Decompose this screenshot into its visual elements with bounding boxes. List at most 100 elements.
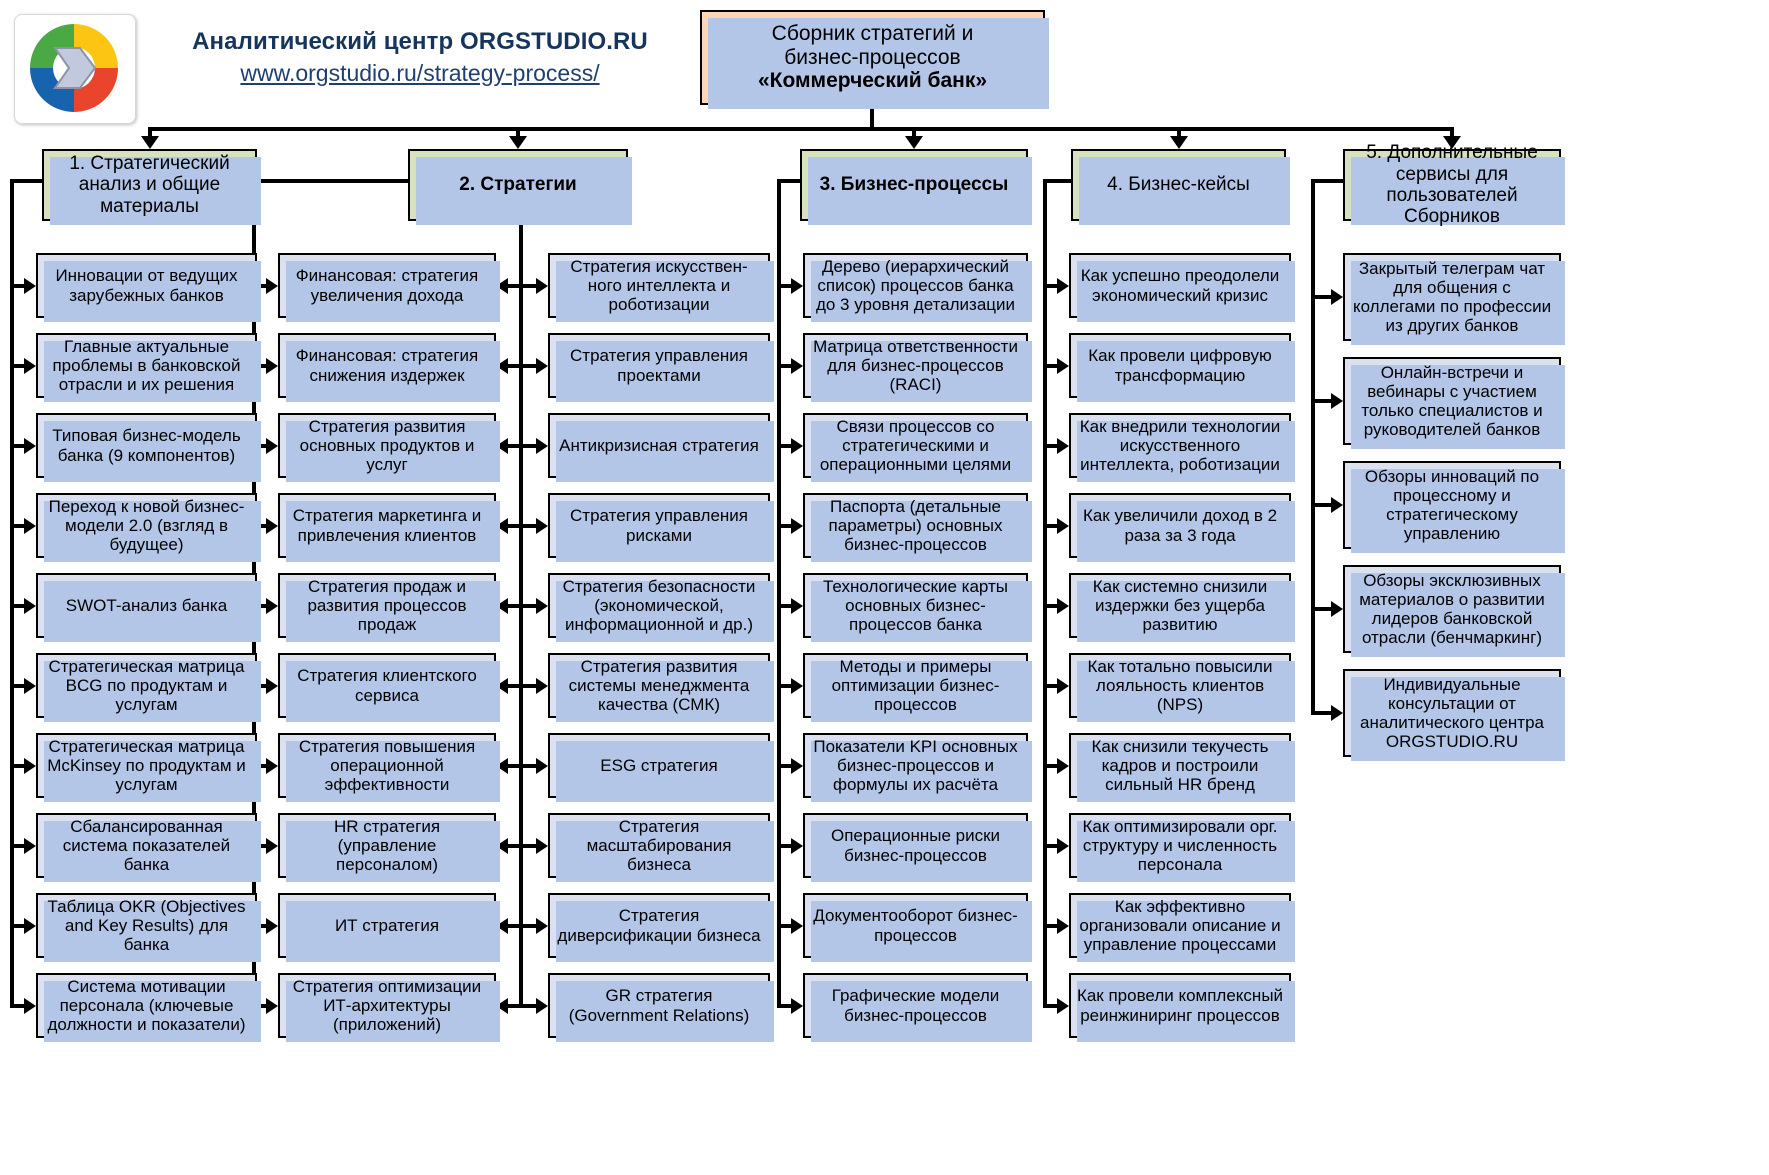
column-header-4: 4. Бизнес-кейсы <box>1071 149 1290 225</box>
item-3-1: Дерево (иерархический список) процессов … <box>803 253 1032 322</box>
column-header-4-label: 4. Бизнес-кейсы <box>1107 174 1250 196</box>
arrow-right-2r-1 <box>536 277 548 294</box>
header-arrow-3 <box>905 136 923 149</box>
arrow-3-3 <box>791 437 803 454</box>
item-2r-2-label: Стратегия управления проектами <box>570 346 748 385</box>
connector-1-3 <box>10 443 26 448</box>
connector-1-2 <box>10 363 26 368</box>
item-3-4-label: Паспорта (детальные параметры) основных … <box>828 496 1003 555</box>
item-3-10-label: Графические модели бизнес-процессов <box>831 986 1000 1025</box>
connector-4-3 <box>1043 443 1059 448</box>
spine-head-link-2 <box>252 179 408 183</box>
item-1-8-label: Сбалансированная система показателей бан… <box>62 816 231 875</box>
connector-3-5 <box>777 603 793 608</box>
item-1-5-label: SWOT-анализ банка <box>65 595 228 615</box>
item-4-4: Как увеличили доход в 2 раза за 3 года <box>1069 493 1295 562</box>
item-3-3: Связи процессов со стратегическими и опе… <box>803 413 1032 482</box>
item-2r-3-label: Антикризисная стратегия <box>559 435 759 455</box>
item-1-4: Переход к новой бизнес-модели 2.0 (взгля… <box>36 493 261 562</box>
connector-2r-7 <box>496 763 538 768</box>
item-4-1: Как успешно преодолели экономический кри… <box>1069 253 1295 322</box>
item-2r-10-label: GR стратегия (Government Relations) <box>568 986 750 1025</box>
connector-3-2 <box>777 363 793 368</box>
item-2-10-label: Стратегия оптимизации ИТ-архитектуры (пр… <box>292 976 482 1035</box>
connector-1-9 <box>10 923 26 928</box>
connector-1-8 <box>10 843 26 848</box>
item-4-6: Как тотально повысили лояльность клиенто… <box>1069 653 1295 722</box>
item-5-1-label: Закрытый телеграм чат для общения с колл… <box>1352 258 1552 336</box>
item-4-2: Как провели цифровую трансформацию <box>1069 333 1295 402</box>
arrow-5-5 <box>1331 705 1343 721</box>
connector-3-8 <box>777 843 793 848</box>
connector-5-5 <box>1311 711 1333 715</box>
item-1-2: Главные актуальные проблемы в банковской… <box>36 333 261 402</box>
item-3-9-label: Документооборот бизнес-процессов <box>813 906 1018 945</box>
arrow-4-7 <box>1057 757 1069 774</box>
item-2-4: Стратегия маркетинга и привлечения клиен… <box>278 493 500 562</box>
item-4-7: Как снизили текучесть кадров и построили… <box>1069 733 1295 802</box>
item-2r-1: Стратегия искусствен-ного интеллекта и р… <box>548 253 774 322</box>
arrow-3-8 <box>791 837 803 854</box>
item-2-6: Стратегия клиентского сервиса <box>278 653 500 722</box>
item-2-1: Финансовая: стратегия увеличения дохода <box>278 253 500 322</box>
item-2-8-label: HR стратегия (управление персоналом) <box>333 816 441 875</box>
connector-1-5 <box>10 603 26 608</box>
item-4-9-label: Как эффективно организовали описание и у… <box>1079 896 1281 955</box>
connector-1-4 <box>10 523 26 528</box>
item-5-5-label: Индивидуальные консультации от аналитиче… <box>1360 674 1544 752</box>
item-2-4-label: Стратегия маркетинга и привлечения клиен… <box>292 506 482 545</box>
column-header-3-label: 3. Бизнес-процессы <box>819 174 1009 196</box>
connector-4-6 <box>1043 683 1059 688</box>
item-4-3-label: Как внедрили технологии искусственного и… <box>1079 416 1281 475</box>
arrow-right-2r-3 <box>536 437 548 454</box>
item-2r-5-label: Стратегия безопасности (экономической, и… <box>562 576 756 635</box>
arrow-right-2r-2 <box>536 357 548 374</box>
connector-2r-9 <box>496 923 538 928</box>
arrow-4-2 <box>1057 357 1069 374</box>
spine-4 <box>1043 181 1047 1006</box>
item-1-6-label: Стратегическая матрица BCG по продуктам … <box>48 656 245 715</box>
header-drop-2 <box>516 127 520 137</box>
item-3-2-label: Матрица ответственности для бизнес-проце… <box>813 336 1018 395</box>
item-2-3: Стратегия развития основных продуктов и … <box>278 413 500 482</box>
item-5-2: Онлайн-встречи и вебинары с участием тол… <box>1343 357 1565 449</box>
arrow-3-1 <box>791 277 803 294</box>
item-2r-10: GR стратегия (Government Relations) <box>548 973 774 1042</box>
item-4-7-label: Как снизили текучесть кадров и построили… <box>1091 736 1269 795</box>
item-2-1-label: Финансовая: стратегия увеличения дохода <box>295 266 479 305</box>
connector-4-4 <box>1043 523 1059 528</box>
item-5-4: Обзоры эксклюзивных материалов о развити… <box>1343 565 1565 657</box>
connector-1-1 <box>10 283 26 288</box>
arrow-5-2 <box>1331 393 1343 409</box>
item-3-9: Документооборот бизнес-процессов <box>803 893 1032 962</box>
header-drop-5 <box>1450 127 1454 137</box>
item-1-7-label: Стратегическая матрица McKinsey по проду… <box>47 736 246 795</box>
connector-2r-8 <box>496 843 538 848</box>
brand-url-link[interactable]: www.orgstudio.ru/strategy-process/ <box>240 60 600 86</box>
item-4-5-label: Как системно снизили издержки без ущерба… <box>1092 576 1268 635</box>
connector-2r-1 <box>496 283 538 288</box>
header-drop-1 <box>147 127 152 137</box>
spine-head-link-5 <box>1311 179 1343 183</box>
item-3-10: Графические модели бизнес-процессов <box>803 973 1032 1042</box>
spine-3 <box>777 181 781 1006</box>
arrow-right-2r-5 <box>536 597 548 614</box>
item-2r-1-label: Стратегия искусствен-ного интеллекта и р… <box>570 256 748 315</box>
item-5-1: Закрытый телеграм чат для общения с колл… <box>1343 253 1565 345</box>
item-2-10: Стратегия оптимизации ИТ-архитектуры (пр… <box>278 973 500 1042</box>
item-2-3-label: Стратегия развития основных продуктов и … <box>299 416 475 475</box>
item-1-3-label: Типовая бизнес-модель банка (9 компонент… <box>52 426 241 465</box>
item-2r-9-label: Стратегия диверсификации бизнеса <box>557 906 761 945</box>
title-line-2: бизнес-процессов <box>784 45 961 69</box>
item-1-5: SWOT-анализ банка <box>36 573 261 642</box>
spine-5 <box>1311 181 1315 713</box>
connector-5-1 <box>1311 295 1333 299</box>
arrow-1-3 <box>24 437 36 454</box>
arrow-1-10 <box>24 997 36 1014</box>
connector-1-6 <box>10 683 26 688</box>
item-2-5-label: Стратегия продаж и развития процессов пр… <box>307 576 467 635</box>
collection-title-box: Сборник стратегий и бизнес-процессов «Ко… <box>700 10 1049 109</box>
connector-5-4 <box>1311 607 1333 611</box>
item-2r-9: Стратегия диверсификации бизнеса <box>548 893 774 962</box>
connector-3-6 <box>777 683 793 688</box>
